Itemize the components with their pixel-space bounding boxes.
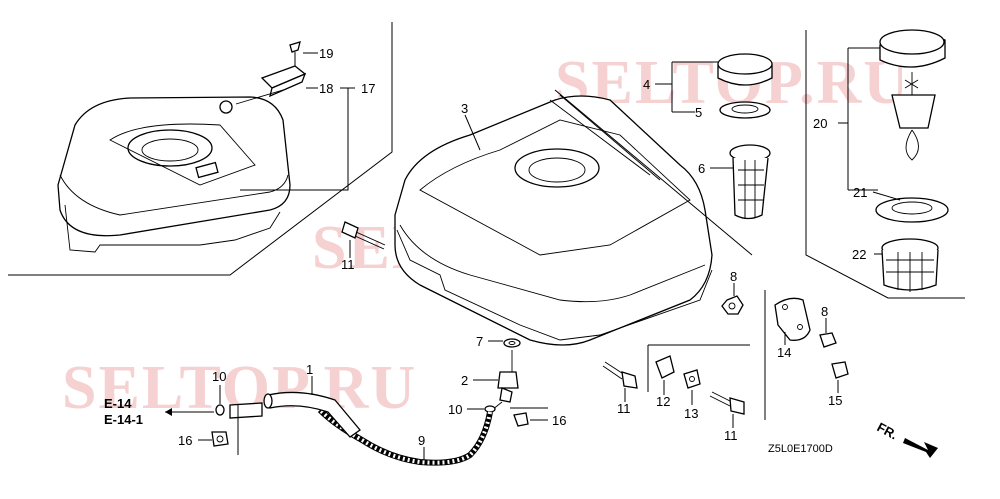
arrow-icon: [165, 408, 172, 416]
callout-16-left: 16: [178, 433, 192, 448]
diagram-code: Z5L0E1700D: [768, 443, 833, 455]
clip-16-left: [211, 431, 229, 447]
right-section-frame: [805, 30, 965, 299]
main-fuel-tank: [394, 94, 713, 346]
strainer-22: [881, 238, 939, 292]
callout-21: 21: [853, 185, 867, 200]
fuel-cap-assembly: [879, 29, 946, 161]
arrow-icon: [903, 438, 938, 458]
callout-13: 13: [684, 406, 698, 421]
front-direction-arrow: FR.: [875, 419, 938, 458]
left-fuel-tank: [57, 96, 291, 253]
nut-8-bracket: [819, 332, 837, 348]
callout-20: 20: [813, 116, 827, 131]
collar-13: [683, 369, 701, 389]
fuel-cap: [717, 53, 773, 86]
nut-8: [721, 295, 744, 315]
callout-15: 15: [828, 393, 842, 408]
clip-10-left: [215, 404, 225, 416]
fuel-joint: [491, 350, 519, 411]
callout-11-center: 11: [617, 401, 631, 416]
bracket-14: [774, 297, 811, 341]
bolt-11-right: [709, 391, 745, 415]
callout-4: 4: [643, 77, 650, 92]
callout-14: 14: [777, 345, 791, 360]
callout-7: 7: [476, 334, 483, 349]
callout-1: 1: [306, 362, 313, 377]
callout-2: 2: [461, 373, 468, 388]
fuel-tube-9: [318, 408, 492, 465]
callout-17: 17: [361, 81, 375, 96]
fr-label: FR.: [875, 419, 901, 442]
nut-15: [831, 361, 849, 379]
bolt-11-left: [341, 221, 386, 250]
clip-16-right: [513, 412, 529, 427]
callout-10-left: 10: [212, 369, 226, 384]
callout-12: 12: [656, 394, 670, 409]
callout-18: 18: [319, 81, 333, 96]
callout-11-right: 11: [724, 428, 738, 443]
callout-8: 8: [730, 269, 737, 284]
clip-10-center: [484, 405, 496, 413]
ref-e14: E-14: [104, 396, 132, 411]
washer-7: [503, 338, 521, 348]
fuel-strainer: [729, 144, 771, 220]
fuel-gauge-assembly: [219, 41, 307, 114]
callout-3: 3: [461, 101, 468, 116]
callout-8-bracket: 8: [821, 304, 828, 319]
rubber-12: [655, 355, 675, 379]
callout-22: 22: [852, 247, 866, 262]
callout-11-left: 11: [341, 257, 355, 272]
bolt-11-center: [602, 361, 638, 389]
callout-19: 19: [319, 46, 333, 61]
callout-5: 5: [695, 105, 702, 120]
cap-gasket: [719, 101, 771, 119]
callout-9: 9: [418, 433, 425, 448]
left-section-frame: [8, 22, 393, 276]
cap-seal: [875, 197, 949, 223]
callout-10-center: 10: [448, 402, 462, 417]
callout-16-right: 16: [552, 413, 566, 428]
ref-e14-1: E-14-1: [104, 412, 143, 427]
callout-6: 6: [698, 161, 705, 176]
